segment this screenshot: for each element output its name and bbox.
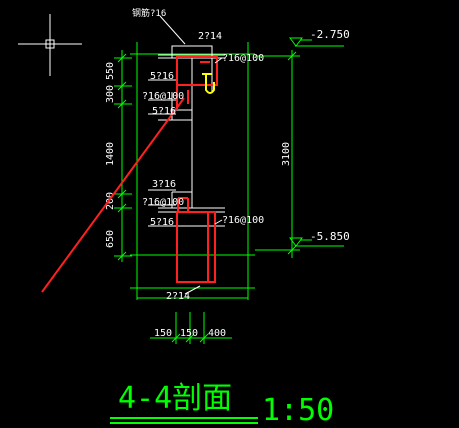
bottom-dim-400: 400	[208, 328, 226, 339]
title-underline	[110, 417, 258, 424]
callout-leaders	[148, 15, 223, 295]
callout-upper-main-b: 5?16	[152, 106, 176, 117]
elevation-bottom-label: -5.850	[310, 230, 350, 243]
dim-300: 300	[105, 85, 116, 103]
callout-bottom-bar: 2?14	[166, 291, 190, 302]
bottom-dimension-chain	[150, 312, 232, 344]
section-outline-green	[130, 42, 255, 300]
callout-lower-main: 5?16	[150, 217, 174, 228]
dim-550: 550	[105, 62, 116, 80]
dim-1400: 1400	[105, 142, 116, 166]
bottom-dim-150-b: 150	[180, 328, 198, 339]
bottom-dim-150-a: 150	[154, 328, 172, 339]
callout-top-stirrup: ?16@100	[222, 53, 264, 64]
drawing-scale: 1:50	[262, 393, 334, 428]
rebar-upper-cage	[176, 56, 218, 110]
callout-top-leader: 钢筋?16	[132, 7, 166, 19]
callout-lower-stirrup: ?16@100	[222, 215, 264, 226]
callout-top-bar: 2?14	[198, 31, 222, 42]
dim-3100: 3100	[281, 142, 292, 166]
leader-arrow-red	[41, 97, 185, 293]
crosshair-cursor-icon	[18, 14, 82, 76]
elevation-top-marker	[289, 37, 344, 47]
callout-mid-main: 3?16	[152, 179, 176, 190]
left-dimension-chain	[114, 50, 132, 262]
hook-symbol-icon	[202, 73, 215, 94]
callout-upper-tie: ?16@100	[142, 91, 184, 102]
rebar-lower-cage	[176, 197, 216, 283]
dim-200: 200	[105, 192, 116, 210]
callout-mid-tie: ?16@100	[142, 197, 184, 208]
right-dimension	[255, 50, 300, 258]
dim-650: 650	[105, 230, 116, 248]
elevation-bottom-marker	[289, 237, 344, 247]
drawing-title: 4-4剖面	[118, 381, 232, 416]
callout-upper-main: 5?16	[150, 71, 174, 82]
elevation-top-label: -2.750	[310, 28, 350, 41]
